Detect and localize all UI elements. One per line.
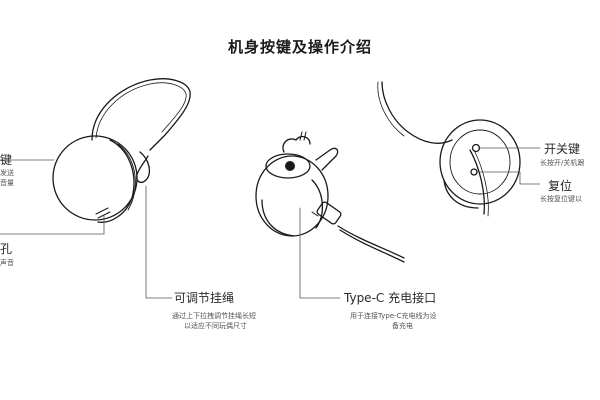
typec-desc-2: 备充电 <box>392 322 413 330</box>
lanyard-desc-2: 以适应不同玩偶尺寸 <box>184 322 247 330</box>
left-hole-desc-1: 声音 <box>0 259 14 267</box>
power-label: 开关键 <box>544 142 581 156</box>
typec-label: Type-C 充电接口 <box>344 291 437 305</box>
leader-typec <box>300 208 340 298</box>
lanyard-desc-1: 通过上下拉拽调节挂绳长短 <box>172 312 256 320</box>
device-front-view <box>53 79 190 223</box>
device-body-3 <box>440 120 520 204</box>
lanyard-loop-3 <box>382 82 452 143</box>
leader-lanyard <box>146 186 172 298</box>
device-body <box>53 136 137 220</box>
left-button-label: 键 <box>0 153 13 167</box>
leader-reset <box>476 172 540 184</box>
lanyard-clip <box>137 152 150 182</box>
reset-label: 复位 <box>548 179 573 193</box>
typec-plug <box>316 201 342 225</box>
typec-desc-1: 用于连接Type-C充电线为设 <box>350 312 437 320</box>
device-back-view <box>378 82 520 216</box>
lanyard-label: 可调节挂绳 <box>174 291 235 305</box>
power-desc-1: 长按开/关机跟 <box>540 159 585 167</box>
left-button-desc-1: 发送 <box>0 169 14 177</box>
reset-desc-1: 长按复位键以 <box>540 195 582 203</box>
left-hole-label: 孔 <box>0 242 13 256</box>
device-side-view <box>256 132 404 262</box>
left-button-desc-2: 音量 <box>0 179 14 187</box>
lanyard-loop <box>92 79 190 150</box>
leader-lines <box>0 148 540 298</box>
diagram-title: 机身按键及操作介绍 <box>227 38 372 56</box>
typec-cable <box>338 226 404 258</box>
leader-left-hole <box>0 216 104 234</box>
